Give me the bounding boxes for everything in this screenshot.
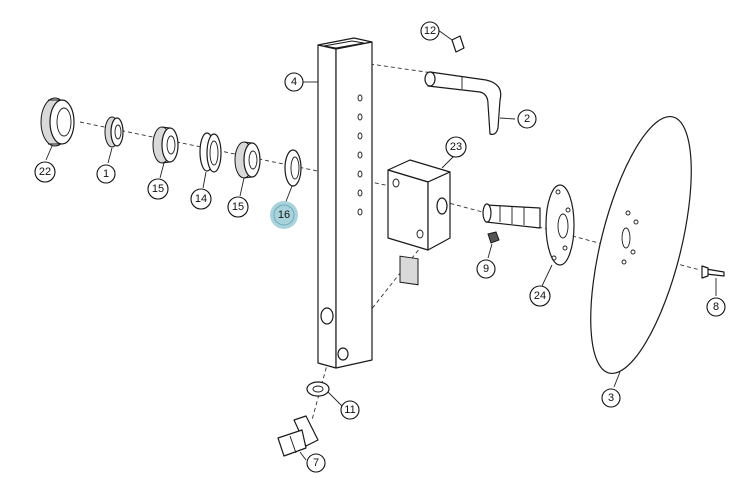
callout-16-highlighted[interactable]: 16 — [270, 201, 298, 229]
svg-text:15: 15 — [152, 183, 164, 195]
part-2-l-pin[interactable] — [424, 71, 502, 135]
callout-8[interactable]: 8 — [706, 297, 726, 317]
svg-text:14: 14 — [195, 193, 207, 205]
svg-text:12: 12 — [424, 25, 436, 37]
svg-text:3: 3 — [608, 392, 614, 404]
callout-14[interactable]: 14 — [190, 188, 212, 210]
callout-24[interactable]: 24 — [529, 285, 551, 307]
callout-1[interactable]: 1 — [96, 164, 116, 184]
part-23-bracket[interactable] — [387, 159, 451, 286]
part-1-nut[interactable] — [104, 116, 124, 148]
part-3-disc[interactable] — [570, 107, 711, 383]
part-15-bearing-right[interactable] — [234, 141, 261, 179]
leader-lines — [45, 29, 717, 461]
callout-22[interactable]: 22 — [34, 161, 56, 183]
callout-23[interactable]: 23 — [445, 136, 467, 158]
part-16-seal[interactable] — [284, 149, 302, 187]
part-7-bolt[interactable] — [277, 415, 319, 457]
svg-text:16: 16 — [278, 209, 290, 221]
part-4-square-tube[interactable] — [317, 37, 373, 369]
part-14-spacer[interactable] — [199, 132, 222, 173]
callout-15-left[interactable]: 15 — [147, 178, 169, 200]
part-12-pin[interactable] — [451, 35, 465, 53]
part-24-hub[interactable] — [482, 184, 575, 266]
part-9-nut[interactable] — [487, 231, 500, 244]
svg-text:2: 2 — [524, 113, 530, 125]
svg-text:24: 24 — [534, 290, 546, 302]
callout-3[interactable]: 3 — [601, 388, 621, 408]
tube-holes — [320, 94, 363, 361]
svg-text:4: 4 — [291, 76, 297, 88]
part-22-nut[interactable] — [40, 97, 75, 147]
callout-2[interactable]: 2 — [517, 109, 537, 129]
callouts: 12 4 2 22 1 15 14 15 — [34, 21, 726, 473]
callout-15-right[interactable]: 15 — [227, 196, 249, 218]
callout-11[interactable]: 11 — [340, 400, 360, 420]
part-8-screw[interactable] — [701, 265, 725, 279]
callout-4[interactable]: 4 — [284, 72, 304, 92]
svg-text:9: 9 — [483, 263, 489, 275]
part-11-washer[interactable] — [306, 381, 330, 397]
svg-text:11: 11 — [344, 404, 355, 416]
svg-text:22: 22 — [39, 166, 51, 178]
part-15-bearing-left[interactable] — [152, 126, 179, 164]
svg-text:1: 1 — [103, 168, 109, 180]
svg-text:8: 8 — [713, 301, 719, 313]
svg-text:23: 23 — [450, 141, 462, 153]
callout-12[interactable]: 12 — [420, 21, 440, 41]
callout-7[interactable]: 7 — [306, 453, 326, 473]
svg-text:7: 7 — [313, 457, 319, 469]
svg-text:15: 15 — [232, 201, 244, 213]
callout-9[interactable]: 9 — [476, 259, 496, 279]
